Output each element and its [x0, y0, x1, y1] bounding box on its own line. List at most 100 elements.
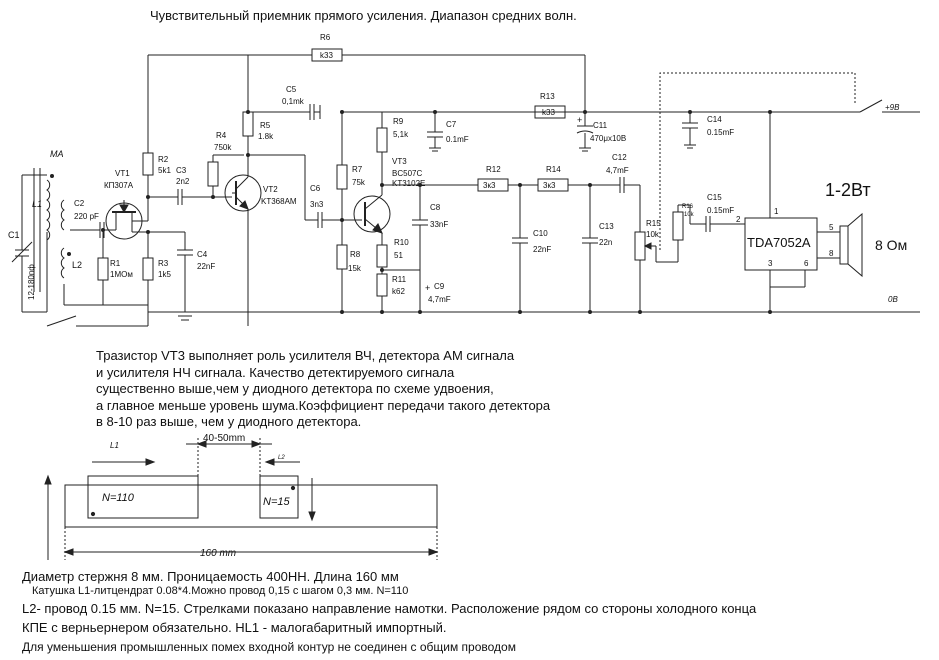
resistor-r9 [376, 127, 388, 153]
speaker-icon [839, 212, 863, 278]
ma-label: MA [50, 149, 64, 159]
r3-value: 1k5 [158, 270, 171, 279]
r2-value: 5k1 [158, 166, 171, 175]
c2-label: C2 [74, 199, 85, 208]
pin1-label: 1 [774, 207, 779, 216]
r1-label: R1 [110, 259, 121, 268]
input-switch [46, 315, 77, 327]
gap-label: 40-50mm [203, 433, 245, 444]
c3-label: C3 [176, 166, 187, 175]
coil-l2-turns: N=15 [263, 496, 290, 508]
speaker-impedance: 8 Ом [875, 237, 907, 253]
c3-value: 2n2 [176, 177, 190, 186]
c2-value: 220 pF [74, 212, 99, 221]
note-coil-l2: L2- провод 0.15 мм. N=15. Стрелками пока… [22, 601, 757, 616]
vt3-type2: KT3102E [392, 179, 425, 188]
r2-label: R2 [158, 155, 169, 164]
coil-l2 [259, 475, 299, 519]
c12-value: 4,7mF [606, 166, 629, 175]
r7-value: 75k [352, 178, 366, 187]
r3-label: R3 [158, 259, 169, 268]
c11-label: C11 [593, 121, 608, 130]
r6-label: R6 [320, 33, 331, 42]
c4-value: 22nF [197, 262, 215, 271]
pin3-label: 3 [768, 259, 773, 268]
power-output: 1-2Вт [825, 180, 871, 200]
ic-tda7052a [744, 217, 818, 271]
note-noise: Для уменьшения промышленных помех входно… [22, 640, 516, 654]
c9-value: 4,7mF [428, 295, 451, 304]
ic-label: TDA7052A [747, 235, 811, 250]
c15-value: 0.15mF [707, 206, 734, 215]
r11-label: R11 [392, 275, 407, 284]
vt1-type: КП307А [104, 181, 134, 190]
ground-symbol [175, 311, 195, 321]
r13-label: R13 [540, 92, 555, 101]
c6-label: C6 [310, 184, 321, 193]
transistor-vt2 [224, 155, 262, 326]
coil-l1 [87, 475, 199, 519]
r13-value: k33 [542, 108, 555, 117]
r15-label: R15 [646, 219, 661, 228]
c10-value: 22nF [533, 245, 551, 254]
power-switch [859, 99, 883, 113]
r5-value: 1.8k [258, 132, 274, 141]
c4-label: C4 [197, 250, 208, 259]
resistor-r5 [242, 111, 254, 137]
switch-link [659, 72, 856, 250]
c9-label: C9 [434, 282, 445, 291]
r12-value: 3к3 [483, 181, 496, 190]
rod-length-label: 160 mm [200, 548, 236, 559]
c9-plus: + [425, 283, 430, 293]
r10-value: 51 [394, 251, 403, 260]
page-title: Чувствительный приемник прямого усиления… [150, 8, 577, 23]
c11-plus: + [577, 115, 582, 125]
l1-label: L1 [32, 199, 42, 209]
note-rod: Диаметр стержня 8 мм. Проницаемость 400Н… [22, 569, 399, 584]
coil-l1-turns: N=110 [102, 492, 135, 504]
c14-label: C14 [707, 115, 722, 124]
note-coil-l1: Катушка L1-литцендрат 0.08*4.Можно прово… [32, 585, 409, 597]
vcc-label: +9B [885, 103, 900, 112]
vt3-type1: BC507C [392, 169, 422, 178]
r4-value: 750k [214, 143, 232, 152]
pin8-label: 8 [829, 249, 834, 258]
resistor-r3 [142, 257, 154, 281]
r6-value: k33 [320, 51, 333, 60]
capacitor-c1 [11, 174, 48, 313]
resistor-r4 [207, 161, 219, 187]
r12-label: R12 [486, 165, 501, 174]
r1-value: 1МОм [110, 270, 133, 279]
c5-label: C5 [286, 85, 297, 94]
transistor-vt3 [353, 194, 391, 234]
resistor-r1 [97, 257, 109, 281]
r16-label: R16 [682, 204, 694, 210]
note-capacitor: КПЕ с верньернером обязательно. HL1 - ма… [22, 620, 447, 635]
r7-label: R7 [352, 165, 363, 174]
resistor-r16 [672, 211, 684, 241]
c5-value: 0,1mk [282, 97, 305, 106]
c10-label: C10 [533, 229, 548, 238]
coil-drawing [44, 438, 439, 560]
r9-value: 5,1k [393, 130, 409, 139]
pin6-label: 6 [804, 259, 809, 268]
r4-label: R4 [216, 131, 227, 140]
r16-value: 10k [684, 212, 695, 218]
pin5-label: 5 [829, 223, 834, 232]
c12-label: C12 [612, 153, 627, 162]
c1-value: 12-180пф [27, 264, 36, 300]
c11-value: 470μx10B [590, 134, 626, 143]
resistor-r8 [336, 244, 348, 270]
resistor-r11 [376, 273, 388, 297]
c8-label: C8 [430, 203, 441, 212]
ferrite-rod [64, 484, 438, 528]
description-line: существенно выше,чем у диодного детектор… [96, 381, 494, 396]
c15-label: C15 [707, 193, 722, 202]
c7-value: 0.1mF [446, 135, 469, 144]
c1-label: C1 [8, 230, 20, 240]
description-line: Тразистор VT3 выполняет роль усилителя В… [96, 348, 515, 363]
r11-value: k62 [392, 287, 405, 296]
vt2-label: VT2 [263, 185, 278, 194]
c8-value: 33nF [430, 220, 448, 229]
